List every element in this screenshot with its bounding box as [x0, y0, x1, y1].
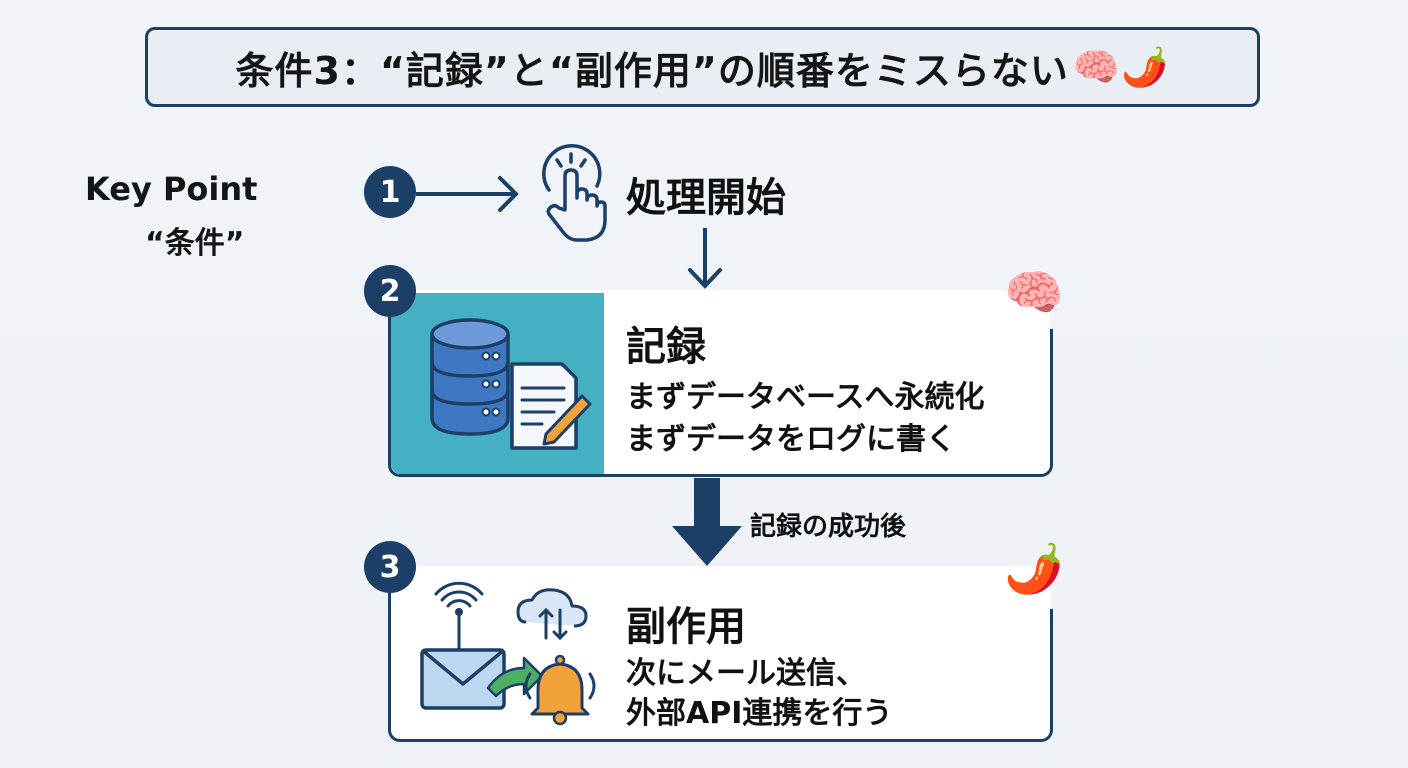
- step-3-line-1: 次にメール送信、: [626, 656, 866, 691]
- step-2-line-2: まずデータをログに書く: [626, 422, 956, 457]
- title-banner: 条件3：“記録”と“副作用”の順番をミスらない 🧠🌶️: [145, 27, 1260, 107]
- card-gap: [1050, 563, 1053, 609]
- step-1-number: 1: [364, 166, 416, 218]
- step-3-number: 3: [364, 541, 416, 593]
- step-2-number: 2: [364, 265, 416, 317]
- key-point-label: Key Point: [85, 170, 258, 208]
- tap-hand-icon: [542, 144, 607, 242]
- step-2-heading: 記録: [626, 324, 706, 370]
- step-1-heading: 処理開始: [626, 175, 786, 221]
- arrow-label: 記録の成功後: [750, 512, 907, 542]
- card-gap: [1050, 287, 1053, 329]
- step-3-heading: 副作用: [626, 604, 746, 650]
- chili-pepper-icon: 🌶️: [1004, 541, 1064, 597]
- brain-icon: 🧠: [1004, 265, 1064, 321]
- email-cloud-bell-icon: [420, 581, 596, 726]
- database-document-icon: [430, 318, 592, 450]
- step-1-arrow: [416, 176, 519, 212]
- step-2-line-1: まずデータベースへ永続化: [626, 380, 985, 415]
- step-3-line-2: 外部API連携を行う: [626, 696, 893, 731]
- down-arrow-1: [688, 228, 722, 289]
- page-title: 条件3：“記録”と“副作用”の順番をミスらない: [235, 48, 1069, 93]
- key-point-sublabel: “条件”: [145, 226, 245, 261]
- down-arrow-2: [672, 478, 742, 566]
- title-emoji: 🧠🌶️: [1072, 44, 1170, 89]
